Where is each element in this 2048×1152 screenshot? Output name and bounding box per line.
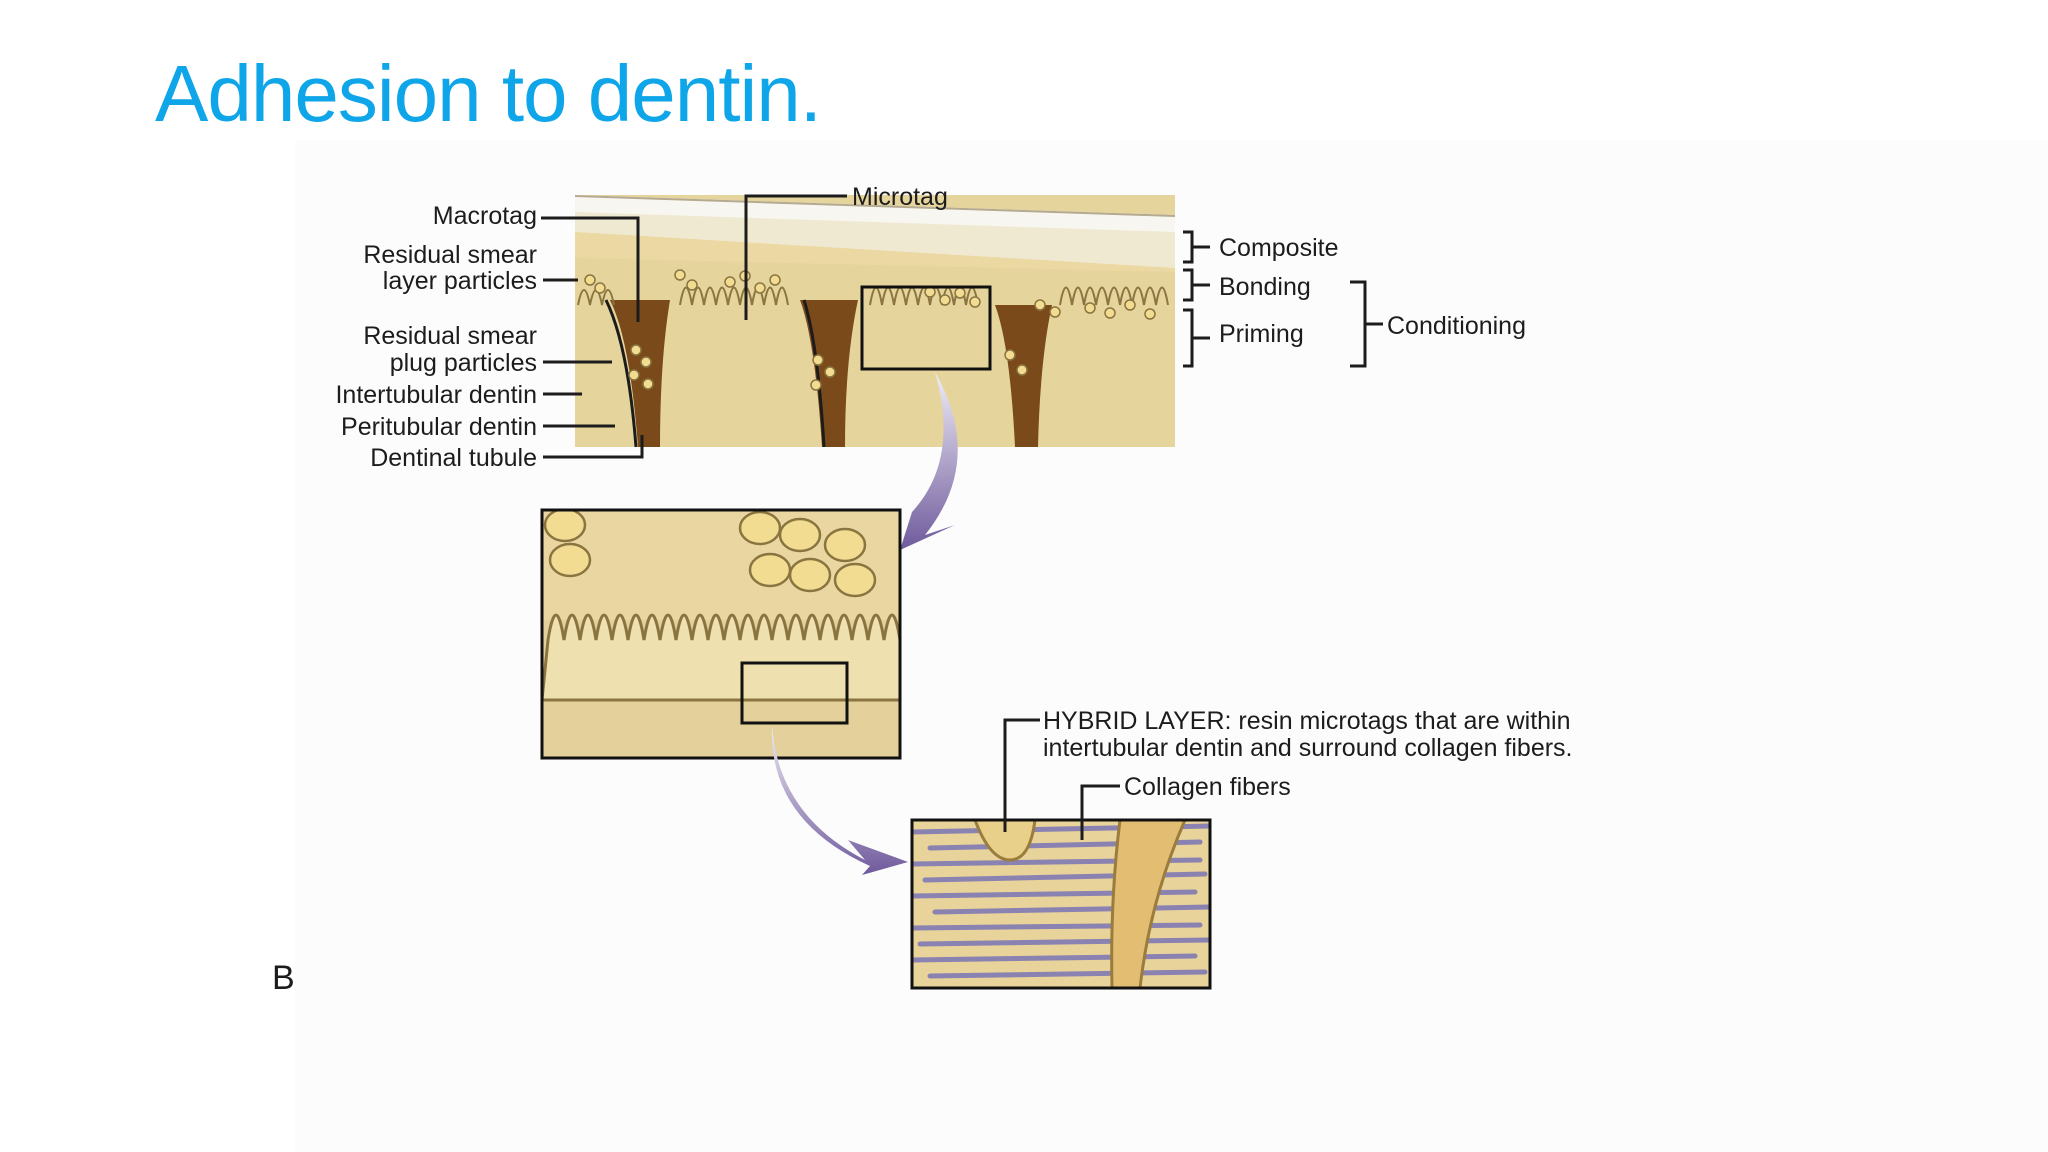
zoom-arrow bbox=[900, 372, 958, 550]
microtag-fringe bbox=[542, 613, 900, 702]
label-macrotag: Macrotag bbox=[433, 202, 537, 230]
zoom-box bbox=[860, 285, 992, 371]
leader-lines bbox=[541, 194, 1383, 840]
top-section bbox=[575, 195, 1175, 447]
bottom-zoom-panel bbox=[910, 818, 1212, 990]
resin-microtag bbox=[973, 820, 1037, 862]
smear-particles bbox=[584, 269, 1156, 391]
label-hybrid-layer-1: HYBRID LAYER: resin microtags that are w… bbox=[1043, 707, 1571, 735]
label-priming: Priming bbox=[1219, 320, 1304, 348]
composite-surface bbox=[575, 195, 1175, 232]
dentinal-tubule bbox=[610, 300, 670, 447]
label-residual-smear-layer-1: Residual smear bbox=[363, 241, 537, 269]
label-collagen-fibers: Collagen fibers bbox=[1124, 773, 1291, 801]
label-peritubular-dentin: Peritubular dentin bbox=[341, 413, 537, 441]
label-microtag: Microtag bbox=[852, 183, 948, 211]
label-hybrid-layer-2: intertubular dentin and surround collage… bbox=[1043, 734, 1573, 762]
panel-border bbox=[910, 818, 1212, 990]
label-composite: Composite bbox=[1219, 234, 1339, 262]
middle-zoom-panel bbox=[540, 508, 902, 760]
smear-particles bbox=[543, 510, 877, 598]
label-dentinal-tubule: Dentinal tubule bbox=[370, 444, 537, 472]
label-intertubular-dentin: Intertubular dentin bbox=[335, 381, 537, 409]
slide-title: Adhesion to dentin. bbox=[155, 49, 822, 138]
zoom-box bbox=[740, 661, 849, 725]
label-conditioning: Conditioning bbox=[1387, 312, 1526, 340]
panel-letter: B bbox=[272, 959, 295, 997]
zoom-arrow bbox=[771, 725, 908, 875]
dentinal-tubule bbox=[995, 305, 1052, 447]
label-bonding: Bonding bbox=[1219, 273, 1311, 301]
label-residual-smear-layer-2: layer particles bbox=[383, 267, 537, 295]
label-residual-smear-plug-2: plug particles bbox=[390, 349, 537, 377]
label-residual-smear-plug-1: Residual smear bbox=[363, 322, 537, 350]
panel-border bbox=[540, 508, 902, 760]
